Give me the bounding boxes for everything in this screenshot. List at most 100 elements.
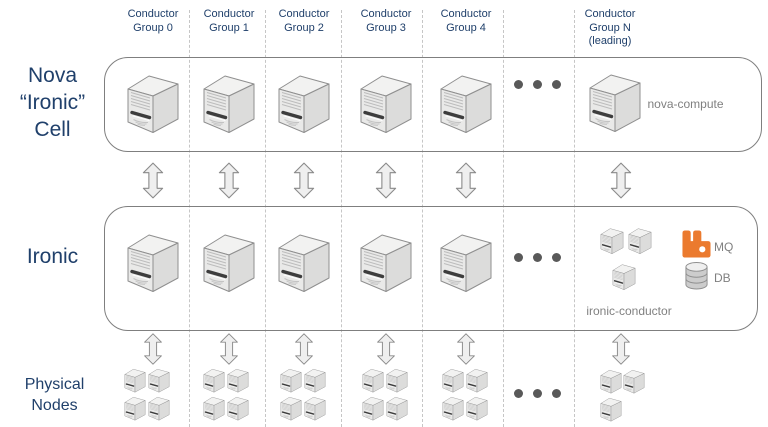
small-server-icon — [124, 368, 146, 394]
small-server-icon — [466, 368, 488, 394]
label-line: Nova — [27, 64, 78, 87]
ironic-conductor-label: ironic-conductor — [586, 304, 672, 318]
header-line: Conductor — [278, 8, 330, 20]
small-server-icon — [466, 396, 488, 422]
double-vertical-arrow-icon — [376, 333, 396, 365]
column-separator — [189, 10, 190, 427]
header-line: Conductor — [360, 8, 412, 20]
physical-node-group — [442, 368, 488, 422]
double-vertical-arrow-icon — [456, 333, 476, 365]
database-cylinder-icon — [684, 261, 709, 290]
small-server-icon — [148, 368, 170, 394]
double-vertical-arrow-icon — [455, 161, 477, 200]
nova-ironic-cell-box — [104, 57, 762, 152]
tower-server-icon — [588, 74, 642, 134]
small-server-icon — [386, 396, 408, 422]
header-conductor-group-1: Conductor Group 1 — [186, 8, 272, 35]
small-server-icon — [203, 368, 225, 394]
small-server-icon — [623, 369, 645, 395]
dot — [552, 253, 561, 262]
small-server-icon — [442, 396, 464, 422]
ellipsis-dots — [514, 253, 561, 262]
header-line: (leading) — [588, 35, 632, 47]
header-line: Group 0 — [133, 21, 173, 34]
small-server-icon — [600, 369, 622, 395]
nova-compute-label: nova-compute — [647, 97, 724, 111]
small-server-icon — [304, 368, 326, 394]
dot — [514, 253, 523, 262]
label-line: Physical — [24, 376, 85, 393]
physical-node-group — [203, 368, 249, 422]
row-label-nova-ironic-cell: Nova “Ironic” Cell — [5, 62, 100, 143]
double-vertical-arrow-icon — [610, 161, 632, 200]
tower-server-icon — [277, 75, 331, 135]
header-line: Conductor — [203, 8, 255, 20]
small-server-icon — [227, 396, 249, 422]
header-line: Group 4 — [446, 21, 486, 34]
small-server-icon — [600, 397, 622, 423]
physical-node-group — [362, 368, 408, 422]
row-label-ironic: Ironic — [5, 243, 100, 270]
header-conductor-group-n: Conductor Group N (leading) — [567, 8, 653, 49]
double-vertical-arrow-icon — [142, 161, 164, 200]
double-vertical-arrow-icon — [611, 333, 631, 365]
small-server-icon — [227, 368, 249, 394]
header-conductor-group-2: Conductor Group 2 — [261, 8, 347, 35]
dot — [533, 80, 542, 89]
tower-server-icon — [277, 234, 331, 294]
small-server-icon — [442, 368, 464, 394]
ellipsis-dots — [514, 80, 561, 89]
header-line: Group 1 — [209, 21, 249, 34]
label-line: Nodes — [31, 397, 78, 414]
header-conductor-group-3: Conductor Group 3 — [343, 8, 429, 35]
tower-server-icon — [439, 234, 493, 294]
small-server-icon — [280, 368, 302, 394]
column-separator — [422, 10, 423, 427]
small-server-icon — [148, 396, 170, 422]
double-vertical-arrow-icon — [294, 333, 314, 365]
column-separator — [265, 10, 266, 427]
double-vertical-arrow-icon — [293, 161, 315, 200]
column-separator — [341, 10, 342, 427]
rabbitmq-icon — [682, 230, 711, 258]
dot — [533, 389, 542, 398]
small-server-icon — [203, 396, 225, 422]
header-line: Group 2 — [284, 21, 324, 34]
label-line: Cell — [34, 118, 71, 141]
row-label-physical-nodes: Physical Nodes — [2, 374, 107, 416]
dot — [514, 80, 523, 89]
small-server-icon — [280, 396, 302, 422]
double-vertical-arrow-icon — [219, 333, 239, 365]
small-server-icon — [304, 396, 326, 422]
label-line: Ironic — [26, 245, 79, 268]
header-conductor-group-4: Conductor Group 4 — [423, 8, 509, 35]
header-line: Conductor — [127, 8, 179, 20]
label-line: “Ironic” — [19, 91, 86, 114]
column-separator — [503, 10, 504, 427]
physical-node-group — [280, 368, 326, 422]
header-line: Conductor — [440, 8, 492, 20]
physical-node-group — [124, 368, 170, 422]
tower-server-icon — [600, 227, 624, 256]
dot — [514, 389, 523, 398]
tower-server-icon — [359, 75, 413, 135]
tower-server-icon — [126, 75, 180, 135]
column-separator — [574, 10, 575, 427]
header-line: Group N — [589, 21, 631, 34]
small-server-icon — [386, 368, 408, 394]
ironic-box — [104, 206, 758, 331]
header-line: Conductor — [584, 8, 636, 20]
tower-server-icon — [628, 227, 652, 256]
small-server-icon — [362, 368, 384, 394]
dot — [552, 389, 561, 398]
ellipsis-dots — [514, 389, 561, 398]
tower-server-icon — [202, 75, 256, 135]
mq-label: MQ — [714, 240, 734, 254]
tower-server-icon — [439, 75, 493, 135]
header-line: Group 3 — [366, 21, 406, 34]
small-server-icon — [362, 396, 384, 422]
tower-server-icon — [359, 234, 413, 294]
small-server-icon — [124, 396, 146, 422]
db-label: DB — [714, 271, 731, 285]
